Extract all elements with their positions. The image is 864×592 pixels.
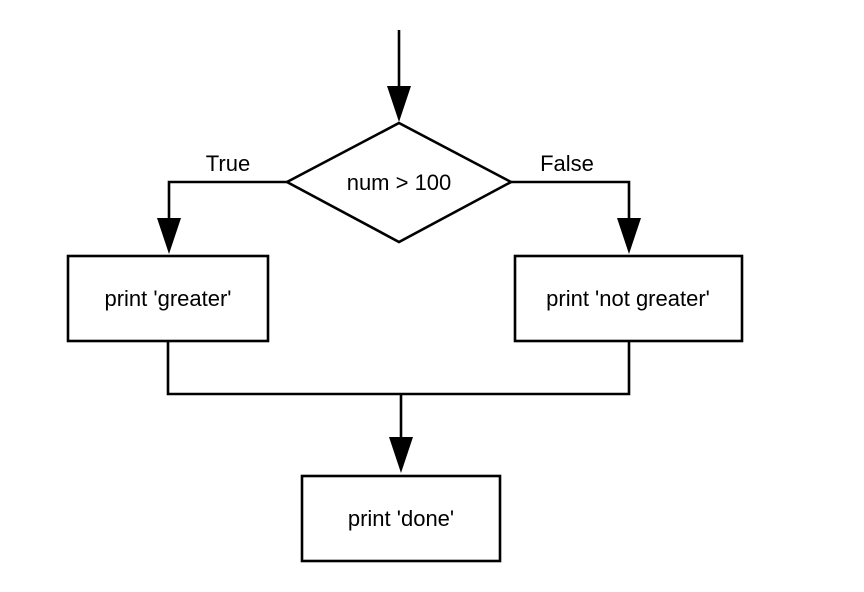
true-branch-arrowhead [157, 218, 181, 254]
done-box [300, 474, 502, 563]
not-greater-box [513, 254, 744, 343]
true-branch-label: True [206, 151, 250, 176]
greater-box-label: print 'greater' [104, 286, 231, 311]
false-branch-connector [511, 180, 631, 220]
not-greater-box-label: print 'not greater' [546, 286, 710, 311]
greater-box [66, 254, 270, 343]
false-branch-arrowhead [617, 218, 641, 254]
true-branch-connector [167, 180, 287, 220]
done-box-label: print 'done' [348, 506, 454, 531]
entry-arrowhead [387, 86, 411, 122]
merge-arrowhead [389, 437, 413, 473]
decision-diamond [284, 121, 514, 244]
false-branch-label: False [540, 151, 594, 176]
decision-label: num > 100 [347, 170, 452, 195]
merge-connector [166, 341, 631, 396]
